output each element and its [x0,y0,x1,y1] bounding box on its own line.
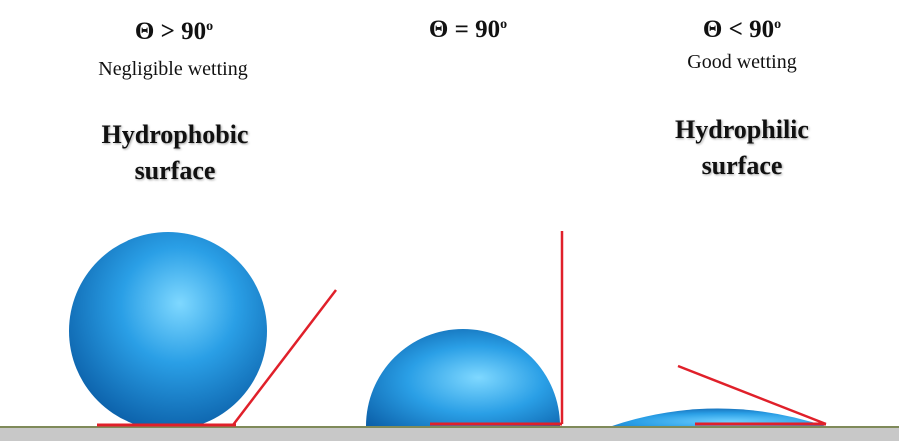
hydrophobic-surface-line1: Hydrophobic [101,120,249,149]
hydrophilic-droplet [609,408,828,427]
hydrophilic-surface-line2: surface [701,151,783,180]
hydrophilic-degree-mark: o [774,17,782,32]
hydrophobic-droplet [69,232,267,430]
hydrophobic-degree-mark: o [206,19,214,34]
hydrophobic-angle-text: Θ > 90 [134,18,207,45]
neutral-droplet [366,329,560,426]
neutral-degree-mark: o [500,17,508,32]
hydrophobic-angle-label: Θ > 90o [118,18,230,46]
hydrophilic-angle-text: Θ < 90 [702,16,775,43]
hydrophobic-wetting-caption: Negligible wetting [98,58,248,80]
neutral-angle-text: Θ = 90 [428,16,501,43]
hydrophilic-surface-line1: Hydrophilic [675,115,809,144]
hydrophobic-surface-title: Hydrophobic surface [75,117,275,189]
hydrophilic-wetting-caption: Good wetting [687,51,797,73]
hydrophobic-surface-line2: surface [134,156,216,185]
hydrophilic-angle-label: Θ < 90o [686,16,798,44]
hydrophilic-surface-title: Hydrophilic surface [642,112,842,184]
substrate [0,427,899,441]
neutral-angle-label: Θ = 90o [412,16,524,44]
hydrophilic-tangent-line [677,364,827,426]
hydrophobic-tangent-line [232,289,337,426]
